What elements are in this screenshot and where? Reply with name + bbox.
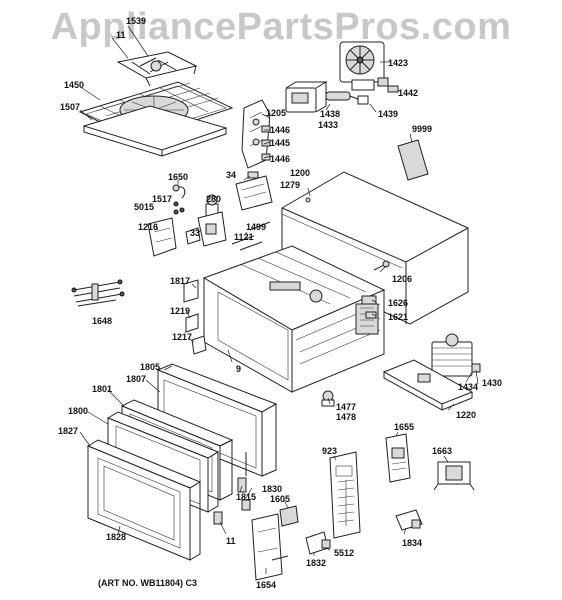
label-1219: 1219 [170,306,190,316]
label-1517: 1517 [152,194,172,204]
label-1801: 1801 [92,384,112,394]
label-1654: 1654 [256,580,276,590]
label-1450: 1450 [64,80,84,90]
label-1439: 1439 [378,109,398,119]
thermal-cutout-part [321,390,335,407]
watermark-text: AppliancePartsPros.com [50,6,512,48]
control-panel-part [329,451,361,539]
oven-cavity-part [202,245,390,393]
label-1817: 1817 [170,276,190,286]
latch-board-part [147,217,177,257]
label-1477: 1477 [336,402,356,412]
high-voltage-diode-part [325,91,369,105]
control-board-part [385,433,411,483]
label-1433: 1433 [318,120,338,130]
leader-lines [79,25,479,574]
label-34: 34 [226,170,236,180]
label-1828: 1828 [106,532,126,542]
label-1832: 1832 [306,558,326,568]
label-1217: 1217 [172,332,192,342]
art-number: (ART NO. WB11804) C3 [98,578,197,588]
label-1206: 1206 [392,274,412,284]
label-1626: 1626 [388,298,408,308]
label-1216: 1216 [138,222,158,232]
door-hinge-bracket-part [305,531,331,555]
transformer-bracket-part [235,171,273,211]
label-1499: 1499 [246,222,266,232]
latch-lever-part [279,505,299,527]
label-1445: 1445 [270,138,290,148]
label-1446-b: 1446 [270,154,290,164]
convection-fan-part [116,51,198,87]
label-1442: 1442 [398,88,418,98]
label-11-bottom: 11 [226,536,236,546]
interlock-switch-part [185,211,227,247]
label-1830: 1830 [262,484,282,494]
label-1815: 1815 [236,492,256,502]
label-1621: 1621 [388,312,408,322]
label-1279: 1279 [280,180,300,190]
door-latch-part [395,509,423,531]
label-1446-a: 1446 [270,125,290,135]
label-1220: 1220 [456,410,476,420]
label-1423: 1423 [388,58,408,68]
thermistor-part [172,184,186,199]
label-1605: 1605 [270,494,290,504]
label-1648: 1648 [92,316,112,326]
label-1800: 1800 [68,406,88,416]
screws-part [173,201,185,215]
label-1650: 1650 [168,172,188,182]
membrane-switch-part [251,513,289,581]
door-trim-part [213,511,223,525]
magnetron-part [431,333,481,377]
vent-grille-parts [361,295,377,319]
part-labels: 1539 11 1423 1442 1450 1507 1205 1438 14… [58,16,502,590]
base-plate-part [382,359,474,411]
label-5015: 5015 [134,202,154,212]
transformer-part [433,461,475,491]
label-33: 33 [190,228,200,238]
label-1807: 1807 [126,374,146,384]
label-1121: 1121 [234,232,254,242]
label-1507: 1507 [60,102,80,112]
label-1827: 1827 [58,426,78,436]
label-11-top: 11 [116,30,126,40]
label-1200: 1200 [290,168,310,178]
label-923: 923 [322,446,337,456]
label-9999: 9999 [412,124,432,134]
door-hinge-parts [237,452,251,511]
control-cable-part [231,221,271,251]
high-voltage-capacitor-part [285,81,328,113]
label-1655: 1655 [394,422,414,432]
fan-motor-part [339,41,399,93]
label-1434: 1434 [458,382,478,392]
door-panel-part [86,439,202,561]
label-1430: 1430 [482,378,502,388]
label-280: 280 [206,194,221,204]
label-9: 9 [236,364,241,374]
label-1539: 1539 [126,16,146,26]
label-1805: 1805 [140,362,160,372]
owner-manual-part [397,139,429,181]
label-5512: 5512 [334,548,354,558]
grill-rack-part [78,81,234,157]
label-1663: 1663 [432,446,452,456]
label-1438: 1438 [320,109,340,119]
label-1205: 1205 [266,108,286,118]
label-1834: 1834 [402,538,422,548]
side-bracket-parts [183,279,207,355]
label-1478: 1478 [336,412,356,422]
wire-harness-part [71,279,125,307]
